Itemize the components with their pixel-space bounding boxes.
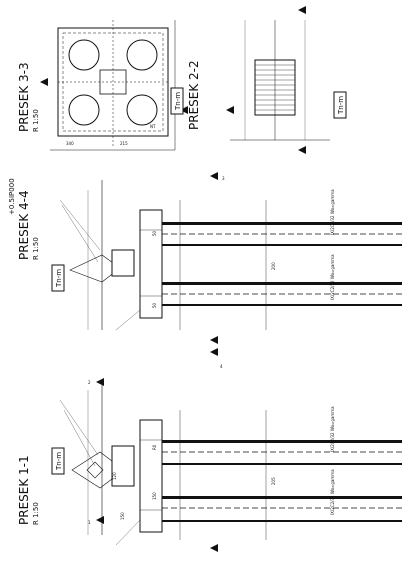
section-scale: R 1:50	[32, 237, 40, 260]
section-tag: Tn-m	[51, 447, 65, 475]
section-2-2-detail	[226, 6, 330, 154]
pile	[162, 304, 402, 306]
pile	[162, 520, 402, 522]
dimension-label: 150	[152, 492, 157, 500]
dimension-label: 340	[66, 141, 74, 146]
section-4-4-title: PRESEK 4-4 R 1:50	[17, 190, 40, 260]
section-title: PRESEK 4-4	[17, 190, 31, 260]
section-scale: R 1:50	[32, 109, 40, 132]
pile	[162, 496, 402, 499]
pile	[162, 222, 402, 225]
pile	[162, 244, 402, 246]
pile-circle	[68, 39, 100, 71]
dimension-label: 120	[112, 472, 117, 480]
section-tag: Tn-m	[170, 87, 184, 115]
pile-label: IX/2C2/32 Wo=gamma	[330, 469, 335, 515]
pile-circle	[126, 39, 158, 71]
pile-label: IX/2C2/32 Wo=gamma	[330, 406, 335, 452]
section-marker	[210, 336, 218, 344]
section-title: PRESEK 2-2	[187, 60, 201, 130]
dimension-label: 200	[271, 262, 276, 270]
section-marker	[210, 544, 218, 552]
pile	[162, 440, 402, 443]
section-title: PRESEK 1-1	[17, 455, 31, 525]
section-tag: Tn-m	[51, 264, 65, 292]
pile-circle	[126, 94, 158, 126]
svg-text:Tn-m: Tn-m	[55, 269, 63, 288]
pile-label: IX/2C2/32 Wo=gamma	[330, 254, 335, 300]
section-scale: R 1:50	[32, 502, 40, 525]
section-marker	[226, 106, 234, 114]
pile	[162, 463, 402, 465]
pile-label: IX/2C2/32 Wo=gamma	[330, 189, 335, 235]
section-1-1-body: 4 2 1 IX/2C2/32 Wo=gamma IX/2C2/32 Wo=ga…	[71, 124, 402, 552]
dimension-label: 50	[152, 230, 157, 236]
section-2-2-title: PRESEK 2-2	[187, 60, 201, 130]
section-marker	[40, 78, 188, 114]
section-marker	[298, 6, 306, 14]
section-marker	[298, 146, 306, 154]
pile-circle	[68, 94, 100, 126]
dimension-label: R0	[152, 444, 157, 450]
pile	[162, 282, 402, 285]
pile-cap	[139, 419, 163, 533]
section-3-3-plan: 340 215	[40, 20, 188, 151]
section-tag: Tn-m	[333, 91, 347, 119]
section-title: PRESEK 3-3	[17, 62, 31, 132]
dimension-label: NT	[150, 124, 156, 129]
section-4-4-body: 3 IX/2C2/32 Wo=gamma IX/2C2/32 Wo=gamma …	[69, 172, 402, 344]
section-3-3-title: PRESEK 3-3 R 1:50	[17, 62, 40, 132]
dimension-label: 205	[271, 477, 276, 485]
svg-text:Tn-m: Tn-m	[174, 92, 182, 111]
drawing-header: +0.5IP000	[8, 178, 16, 215]
svg-text:Tn-m: Tn-m	[55, 452, 63, 471]
marker-label: 2	[88, 380, 91, 385]
section-marker	[96, 516, 104, 524]
section-marker	[210, 348, 218, 356]
pile-cap	[139, 209, 163, 319]
annotation-leaders	[59, 199, 141, 546]
dimension-label: 215	[120, 141, 128, 146]
marker-label: 4	[220, 364, 223, 369]
dimension-label: 50	[152, 302, 157, 308]
section-1-1-title: PRESEK 1-1 R 1:50	[17, 455, 40, 525]
section-4-4-header: +0.5IP000	[8, 178, 16, 215]
marker-label: 1	[88, 520, 91, 525]
section-marker	[96, 378, 104, 386]
dimension-label: 150	[120, 512, 125, 520]
marker-label: 3	[222, 176, 225, 181]
section-marker	[210, 172, 218, 180]
svg-text:Tn-m: Tn-m	[337, 96, 345, 115]
